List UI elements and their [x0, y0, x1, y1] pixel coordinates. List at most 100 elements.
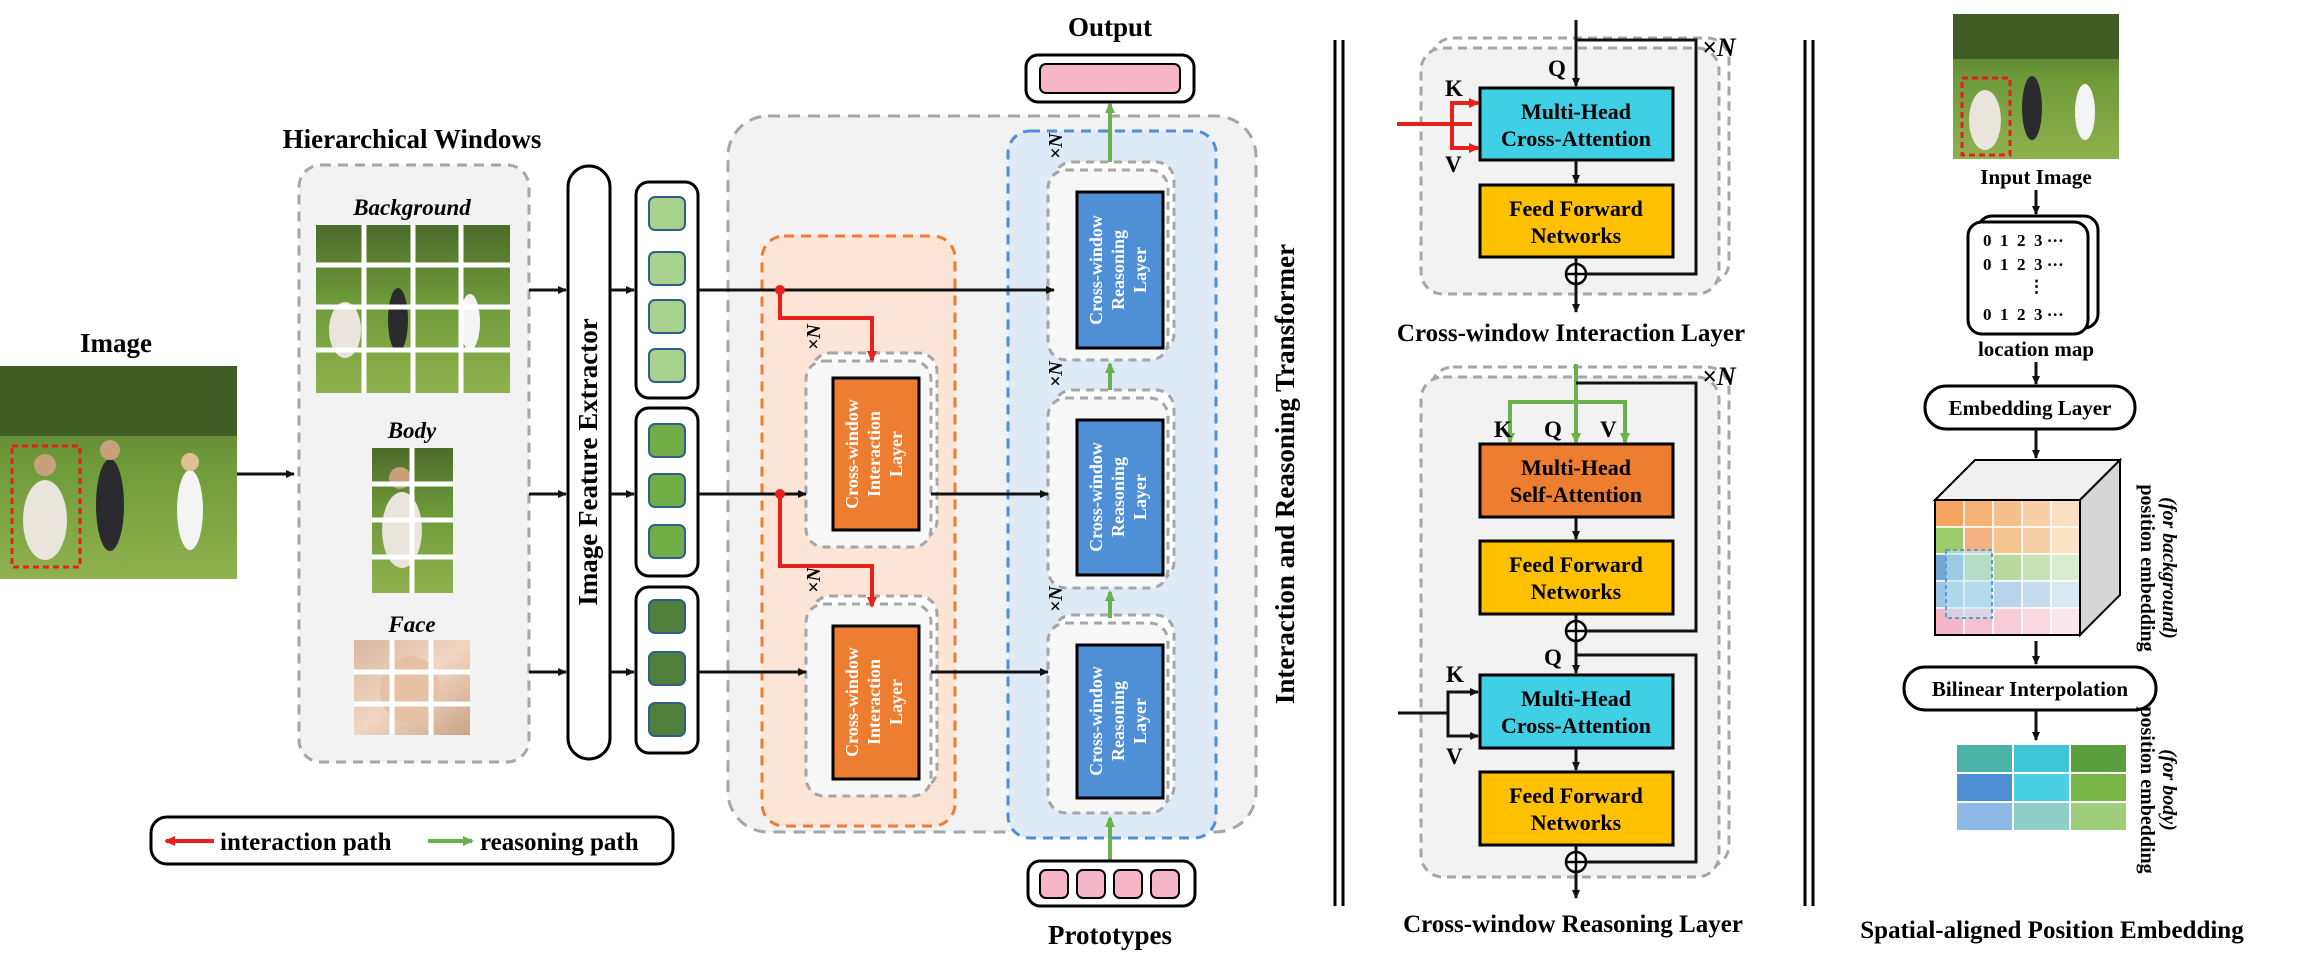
cwr-text-line3: Layer [1130, 474, 1150, 520]
reasoning-layer-top: ×N Cross-window Reasoning Layer [1045, 132, 1176, 362]
cwi-block-upper [831, 376, 921, 532]
mhca-text-line1: Multi-Head [1521, 686, 1631, 711]
ffn-text-line2: Networks [1531, 223, 1622, 248]
bilinear-interpolation-label: Bilinear Interpolation [1932, 677, 2129, 701]
hierarchical-windows-title: Hierarchical Windows [283, 124, 542, 154]
input-image-label: Input Image [1980, 165, 2091, 189]
reasoning-layer-title: Cross-window Reasoning Layer [1403, 911, 1743, 938]
cwr-block-bottom [1075, 643, 1165, 800]
cwi-block-lower [831, 624, 921, 781]
legend-interaction-label: interaction path [220, 829, 392, 856]
times-n-label: ×N [1045, 585, 1067, 612]
body-embedding-grid [1955, 743, 2128, 832]
ffn-text-line1: Feed Forward [1509, 196, 1643, 221]
cwi-text-line2: Interaction [864, 411, 884, 497]
location-row-3: 0 1 2 3 ··· [1983, 305, 2064, 324]
side-label-bg-line2: (for background) [2158, 497, 2180, 639]
mhca-text-line2: Cross-Attention [1501, 713, 1651, 738]
background-embedding-cube [1932, 457, 2123, 638]
times-n-label: ×N [803, 566, 825, 593]
location-dots: ⋮ [2028, 277, 2045, 296]
location-row-2: 0 1 2 3 ··· [1983, 255, 2064, 274]
image-label: Image [80, 328, 152, 358]
prototype-tokens [1026, 859, 1197, 908]
key-label-2: K [1446, 662, 1464, 687]
cwi-text-line3: Layer [886, 431, 906, 477]
body-tokens [634, 406, 700, 578]
body-label: Body [387, 418, 437, 443]
cwr-text-line1: Cross-window [1086, 666, 1106, 776]
cwr-text-line3: Layer [1130, 698, 1150, 744]
embedding-layer-box [1923, 384, 2137, 431]
location-map: 0 1 2 3 ··· 0 1 2 3 ··· ⋮ 0 1 2 3 ··· [1966, 214, 2100, 336]
mhsa-text-line1: Multi-Head [1521, 455, 1631, 480]
body-region-highlight [1945, 549, 1993, 619]
legend-reasoning-label: reasoning path [480, 829, 639, 856]
cwi-text-line1: Cross-window [842, 399, 862, 509]
multi-head-cross-attention-block [1478, 86, 1675, 162]
cwi-text-line2: Interaction [864, 659, 884, 745]
query-label-2: Q [1544, 645, 1562, 670]
layer-details-panel: ×N Q K V Multi-Head Cross-Attention Feed… [1397, 20, 1745, 938]
background-window-grid [316, 225, 510, 393]
divider-left [1333, 40, 1345, 906]
reasoning-layer-detail: ×N K Q V Multi-Head Self-Attention Feed … [1398, 362, 1737, 899]
side-label-body-line1: position embedding [2136, 706, 2158, 873]
mhca-text-line1: Multi-Head [1521, 99, 1631, 124]
output-label: Output [1068, 12, 1152, 42]
background-label: Background [352, 195, 471, 220]
face-tokens [634, 585, 700, 755]
cwr-text-line1: Cross-window [1086, 215, 1106, 325]
mhsa-text-line2: Self-Attention [1510, 482, 1642, 507]
interaction-layer-title: Cross-window Interaction Layer [1397, 320, 1745, 347]
ffn2-text-line1: Feed Forward [1509, 783, 1643, 808]
divider-right [1803, 40, 1815, 906]
ffn2-text-line2: Networks [1531, 810, 1622, 835]
reasoning-layer-middle: ×N Cross-window Reasoning Layer [1045, 360, 1176, 590]
embedding-layer-label: Embedding Layer [1949, 396, 2112, 420]
value-label: V [1445, 152, 1462, 177]
times-n-label: ×N [1702, 362, 1737, 391]
times-n-label: ×N [1702, 33, 1737, 62]
prototypes-label: Prototypes [1048, 920, 1172, 950]
times-n-label: ×N [1045, 360, 1067, 387]
value-label-2: V [1446, 744, 1463, 769]
mhca-text-line2: Cross-Attention [1501, 126, 1651, 151]
image-feature-extractor [566, 164, 612, 761]
face-label: Face [387, 612, 435, 637]
value-label: V [1600, 417, 1617, 442]
main-framework-panel: Image Hierarchical Windows Background [0, 12, 1300, 950]
cwi-text-line1: Cross-window [842, 647, 862, 757]
interaction-layer-lower: ×N Cross-window Interaction Layer [803, 566, 939, 798]
feed-forward-block-2 [1478, 770, 1675, 847]
cwr-text-line3: Layer [1130, 247, 1150, 293]
irt-label: Interaction and Reasoning Transformer [1270, 244, 1300, 704]
ffn-text-line2: Networks [1531, 579, 1622, 604]
query-label: Q [1548, 56, 1566, 81]
feature-extractor-label: Image Feature Extractor [573, 318, 603, 605]
location-map-label: location map [1978, 337, 2094, 361]
query-label: Q [1544, 417, 1562, 442]
key-label: K [1445, 76, 1463, 101]
ffn-text-line1: Feed Forward [1509, 552, 1643, 577]
side-label-bg-line1: position embedding [2136, 484, 2158, 651]
key-label: K [1494, 417, 1512, 442]
reasoning-layer-bottom: ×N Cross-window Reasoning Layer [1045, 585, 1176, 815]
cwi-text-line3: Layer [886, 679, 906, 725]
interaction-paths [775, 285, 877, 608]
interaction-layer-detail: ×N Q K V Multi-Head Cross-Attention Feed… [1397, 20, 1737, 313]
cwr-text-line1: Cross-window [1086, 442, 1106, 552]
cwr-text-line2: Reasoning [1108, 230, 1128, 310]
times-n-label: ×N [803, 323, 825, 350]
location-row-1: 0 1 2 3 ··· [1983, 231, 2064, 250]
cwr-block-top [1075, 190, 1165, 350]
bilinear-interpolation-box [1902, 665, 2158, 712]
position-embedding-panel: Input Image 0 1 2 3 ··· 0 1 2 3 ··· ⋮ 0 … [1860, 14, 2244, 944]
cwr-block-middle [1075, 418, 1165, 577]
times-n-label: ×N [1045, 132, 1067, 159]
background-tokens [634, 180, 700, 400]
side-label-body-line2: (for body) [2158, 749, 2180, 831]
input-image-photo [0, 366, 237, 579]
cwr-text-line2: Reasoning [1108, 457, 1128, 537]
